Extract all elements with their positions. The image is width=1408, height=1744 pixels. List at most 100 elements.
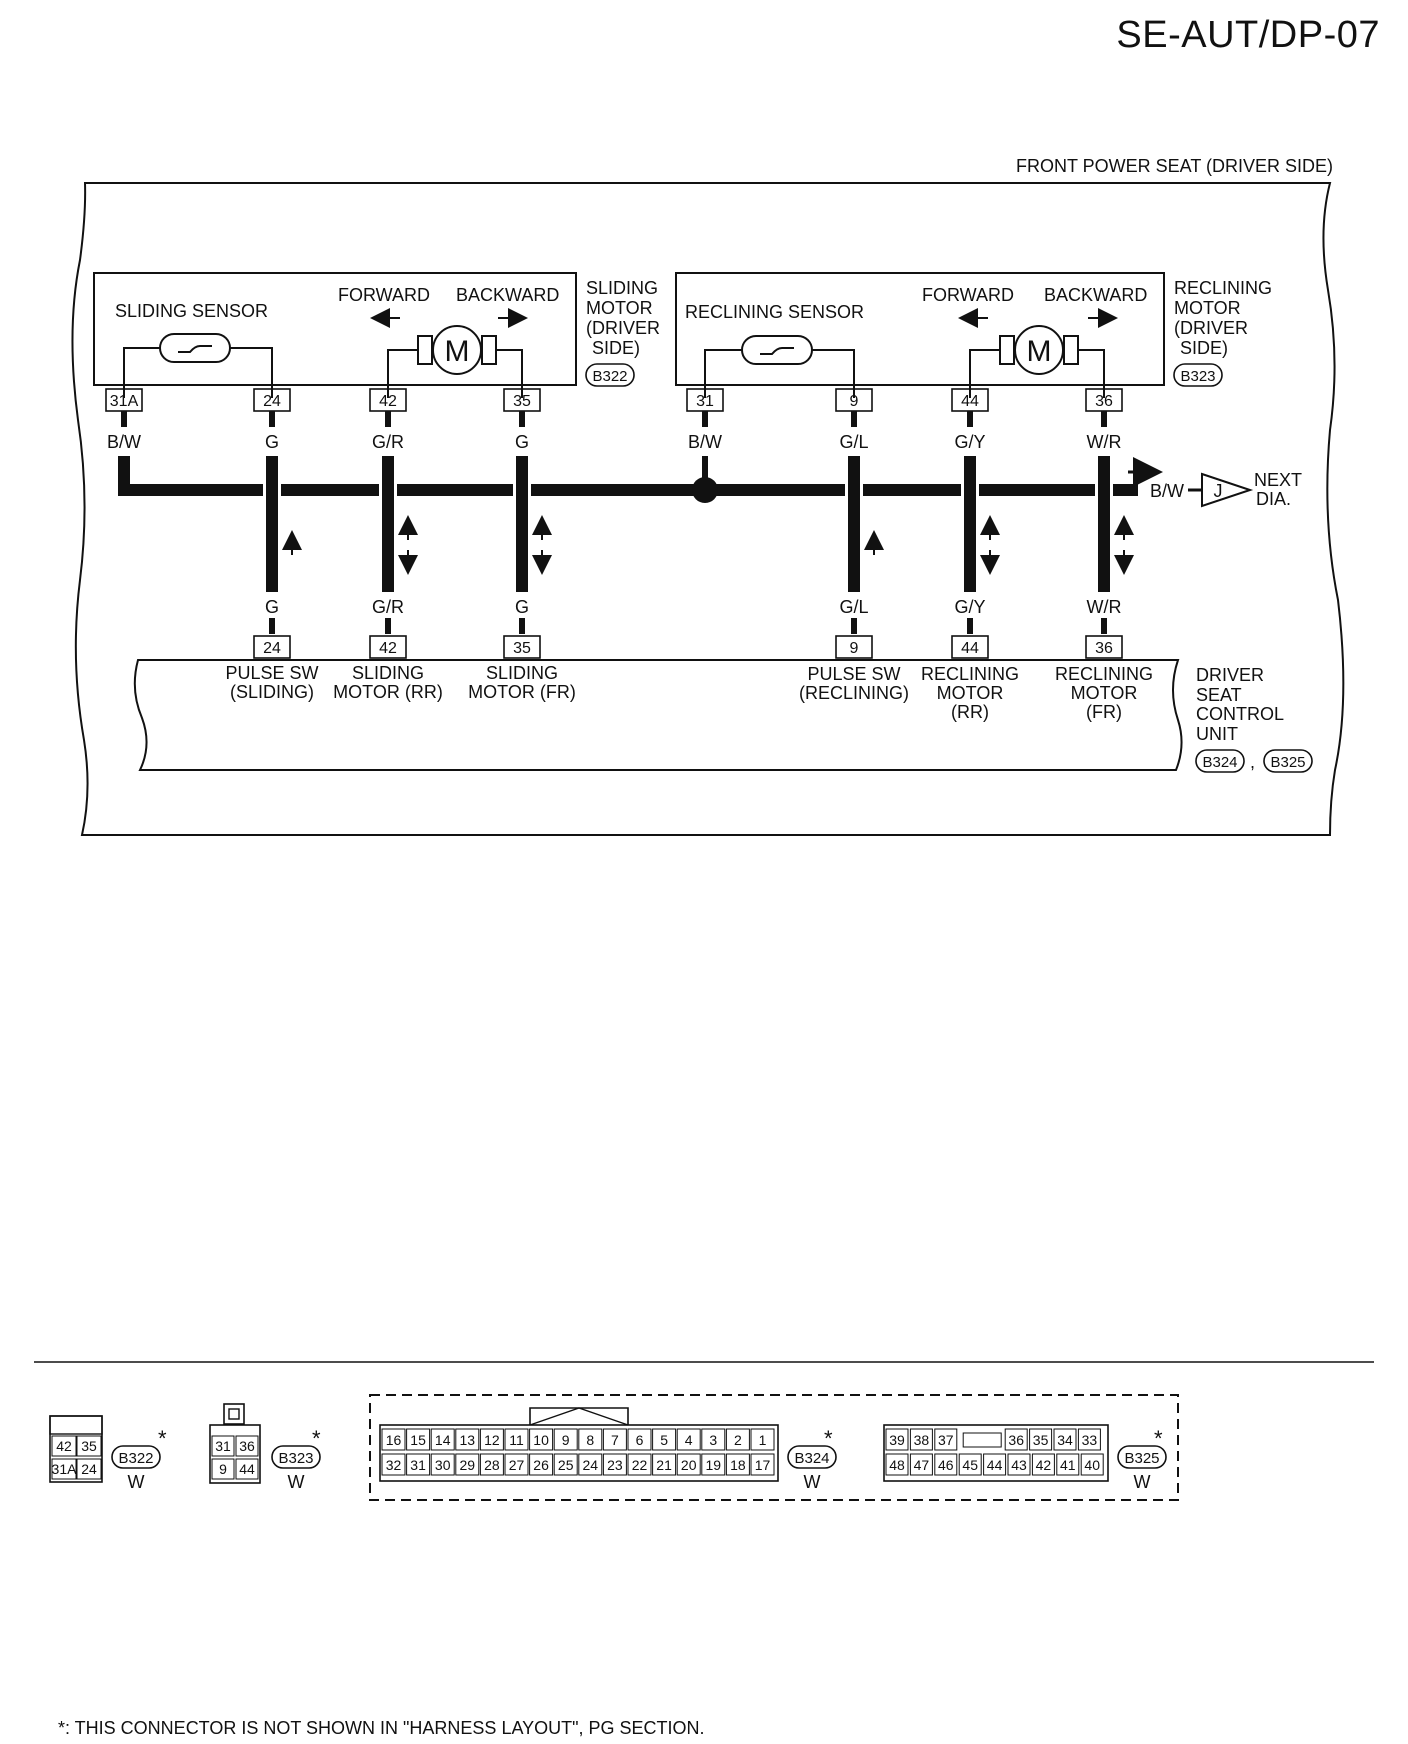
svg-text:W: W [804,1472,821,1492]
b324-pin [652,1453,677,1476]
b325-pin [934,1453,958,1476]
b324-pin-label: 10 [533,1432,549,1448]
svg-text:CONTROL: CONTROL [1196,704,1284,724]
b324-pin [578,1428,603,1451]
b324-pin [602,1453,627,1476]
b325-pin-label: 38 [914,1432,930,1448]
b324-pin-label: 31 [410,1457,426,1473]
b324-pin-label: 29 [460,1457,476,1473]
b324-pin [381,1428,406,1451]
b325-pin-label: 45 [962,1457,978,1473]
svg-text:35: 35 [81,1438,97,1454]
b324-pin-label: 27 [509,1457,525,1473]
terminal-stubs [121,411,1107,427]
svg-text:9: 9 [219,1461,227,1477]
b324-pin [725,1428,750,1451]
diagram-border [71,182,1345,836]
b324-pin [627,1453,652,1476]
b324-pin [455,1428,480,1451]
svg-text:G: G [515,432,529,452]
svg-text:(SLIDING): (SLIDING) [230,682,314,702]
svg-text:SIDE): SIDE) [1180,338,1228,358]
svg-text:(DRIVER: (DRIVER [1174,318,1248,338]
svg-text:MOTOR (RR): MOTOR (RR) [333,682,443,702]
b324-pin [750,1453,775,1476]
connector-view-b323: 31 36 9 44 B323 * W [209,1403,321,1492]
b325-pin-label: 43 [1011,1457,1027,1473]
b324-pin [652,1428,677,1451]
b324-pin [455,1453,480,1476]
svg-text:B325: B325 [1124,1450,1159,1467]
b324-pin [676,1428,701,1451]
svg-text:NEXT: NEXT [1254,470,1302,490]
b325-pin [1056,1453,1080,1476]
b324-pin-label: 23 [607,1457,623,1473]
b325-pin [958,1453,982,1476]
control-unit-body [133,659,1183,771]
b324-pin-label: 26 [533,1457,549,1473]
svg-text:UNIT: UNIT [1196,724,1238,744]
svg-text:G/R: G/R [372,432,404,452]
b324-pin-label: 22 [632,1457,648,1473]
svg-text:42: 42 [379,640,397,657]
b325-pin-label: 46 [938,1457,954,1473]
svg-text:W/R: W/R [1087,432,1122,452]
svg-text:,: , [1250,752,1255,772]
b325-pin [1004,1428,1028,1451]
svg-text:MOTOR (FR): MOTOR (FR) [468,682,576,702]
control-unit-labels: PULSE SW (SLIDING) SLIDING MOTOR (RR) SL… [225,663,1153,722]
sliding-forward-label: FORWARD [338,285,430,305]
svg-text:SEAT: SEAT [1196,685,1242,705]
svg-text:W/R: W/R [1087,597,1122,617]
b325-pin [1080,1453,1104,1476]
svg-text:B/W: B/W [1150,481,1184,501]
svg-text:MOTOR: MOTOR [937,683,1004,703]
b324-pin-label: 5 [660,1432,668,1448]
svg-text:RECLINING: RECLINING [921,664,1019,684]
svg-text:(RECLINING): (RECLINING) [799,683,909,703]
svg-text:SLIDING: SLIDING [352,663,424,683]
diagram-title: FRONT POWER SEAT (DRIVER SIDE) [1016,156,1333,176]
b324-pin-label: 28 [484,1457,500,1473]
svg-text:35: 35 [513,640,531,657]
b325-pin-label: 44 [987,1457,1003,1473]
svg-text:42: 42 [379,393,397,410]
top-terminals: 31A 24 42 35 31 9 44 36 [105,388,1123,412]
svg-text:24: 24 [81,1461,97,1477]
svg-text:36: 36 [239,1438,255,1454]
bottom-wire-colors: G G/R G G/L G/Y W/R [265,597,1122,617]
svg-text:SIDE): SIDE) [592,338,640,358]
b325-pin [885,1453,909,1476]
svg-text:44: 44 [961,393,979,410]
b324-pin-label: 21 [656,1457,672,1473]
reclining-motor-block: RECLINING SENSOR FORWARD BACKWARD M RECL… [675,272,1272,398]
connector-b325-tag: B325 [1270,754,1305,771]
svg-text:MOTOR: MOTOR [1071,683,1138,703]
control-unit-terminals: 24 42 35 9 44 36 [253,635,1123,659]
b324-pin-label: 6 [636,1432,644,1448]
b324-pin [529,1453,554,1476]
b324-pin [479,1453,504,1476]
svg-text:B/W: B/W [688,432,722,452]
b324-pin-label: 14 [435,1432,451,1448]
svg-text:B324: B324 [794,1450,829,1467]
b324-pin [479,1428,504,1451]
b324-pin [504,1428,529,1451]
svg-text:(FR): (FR) [1086,702,1122,722]
b325-pin-label: 48 [889,1457,905,1473]
b325-pin [1077,1428,1101,1451]
svg-text:RECLINING: RECLINING [1174,278,1272,298]
reclining-motor-icon [1014,325,1064,375]
svg-text:31: 31 [696,393,714,410]
b324-pin [430,1453,455,1476]
svg-text:MOTOR: MOTOR [586,298,653,318]
reclining-forward-label: FORWARD [922,285,1014,305]
svg-text:24: 24 [263,640,281,657]
b324-pin-label: 20 [681,1457,697,1473]
sliding-motor-symbol: M [445,335,470,368]
svg-text:SLIDING: SLIDING [486,663,558,683]
b325-pin [1007,1453,1031,1476]
sliding-motor-block: SLIDING SENSOR FORWARD BACKWARD M SLIDIN… [93,272,660,398]
b325-pin [1053,1428,1077,1451]
